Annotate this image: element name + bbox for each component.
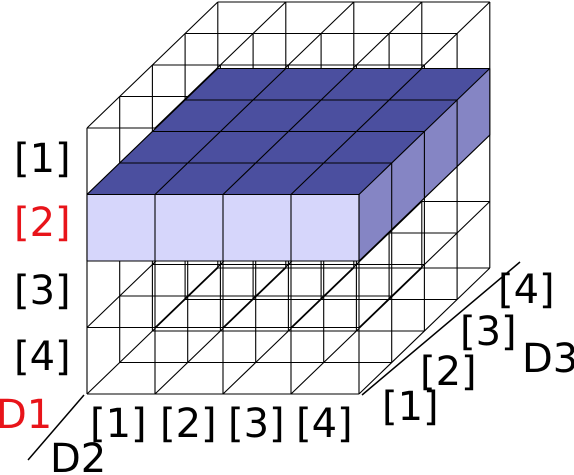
axis-d3-line [361,261,521,396]
d1-labels: [1] [2] [3] [4] [14,136,71,380]
d2-label-3: [3] [228,401,285,447]
cube-grid-front-lines [86,67,491,262]
grid-line [290,267,423,395]
d3-label-1: [1] [382,384,439,430]
axis-label-d3: D3 [522,336,574,382]
d2-labels: [1] [2] [3] [4] [90,401,353,447]
grid-line [358,267,491,395]
d1-label-2: [2] [14,200,71,246]
d3-labels: [1] [2] [3] [4] [382,267,555,430]
highlighted-slice [87,68,490,261]
grid-line [86,1,219,129]
d2-label-1: [1] [90,401,147,447]
axis-label-d1: D1 [0,392,52,438]
grid-line [358,201,491,328]
grid-line [86,267,219,395]
grid-line [290,201,423,328]
slice-grid-line [358,134,491,262]
d1-label-3: [3] [14,268,71,314]
d1-label-4: [4] [14,334,71,380]
d2-label-4: [4] [296,401,353,447]
grid-line [154,267,287,395]
axis-d2-line [27,394,85,461]
grid-line [222,267,355,395]
d2-label-2: [2] [160,401,217,447]
d3-label-3: [3] [460,309,517,355]
grid-line [154,1,287,129]
d3-label-2: [2] [420,349,477,395]
axis-labels: D1 D2 D3 [0,336,574,475]
d1-label-1: [1] [14,136,71,182]
axis-lines [27,261,521,461]
axis-label-d2: D2 [50,436,106,475]
d3-label-4: [4] [498,267,555,313]
